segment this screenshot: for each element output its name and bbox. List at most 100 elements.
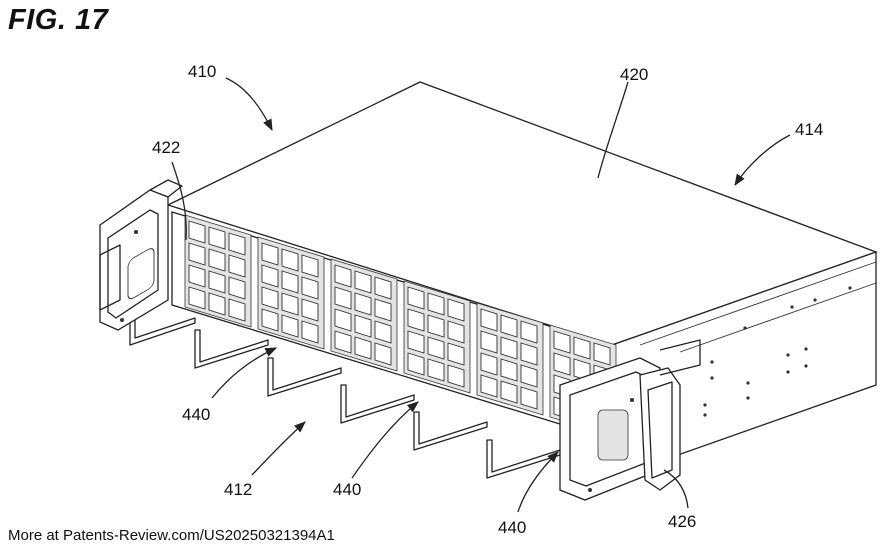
arrow-440-left — [211, 347, 278, 399]
arrow-440-middle — [351, 401, 419, 479]
connector-port — [520, 342, 538, 366]
connector-port — [374, 298, 392, 322]
leader-426 — [663, 469, 689, 509]
connector-port — [480, 374, 498, 398]
connector-port — [334, 264, 352, 288]
connector-port — [261, 242, 279, 266]
ref-numeral-440-right: 440 — [498, 518, 527, 537]
ref-numeral-414: 414 — [795, 120, 824, 139]
connector-port — [500, 314, 518, 338]
connector-port — [228, 232, 246, 256]
connector-port — [281, 270, 299, 294]
connector-port — [261, 264, 279, 288]
connector-port — [334, 286, 352, 310]
connector-port — [261, 286, 279, 310]
connector-port — [281, 292, 299, 316]
cable-tray — [267, 357, 342, 397]
connector-port — [281, 314, 299, 338]
connector-port — [593, 342, 611, 366]
connector-port — [301, 298, 319, 322]
leader-422 — [171, 161, 187, 241]
connector-port — [500, 358, 518, 382]
connector-port — [301, 276, 319, 300]
connector-port — [427, 336, 445, 360]
right-mounting-bracket — [559, 339, 701, 501]
connector-port — [500, 380, 518, 404]
connector-module — [184, 214, 252, 328]
connector-port — [520, 386, 538, 410]
connector-port — [427, 358, 445, 382]
cable-tray — [413, 411, 488, 451]
connector-port — [480, 352, 498, 376]
connector-port — [407, 308, 425, 332]
connector-port — [188, 286, 206, 310]
connector-port — [407, 286, 425, 310]
cable-tray — [340, 384, 415, 424]
connector-port — [447, 342, 465, 366]
connector-port — [334, 308, 352, 332]
leader-lines — [171, 77, 791, 513]
connector-port — [354, 336, 372, 360]
figure-title: FIG. 17 — [8, 4, 109, 36]
connector-port — [281, 248, 299, 272]
connector-port — [228, 276, 246, 300]
connector-port — [553, 352, 571, 376]
connector-port — [208, 292, 226, 316]
connector-port — [520, 320, 538, 344]
ref-numeral-440-left: 440 — [182, 405, 211, 424]
arrow-412 — [251, 421, 306, 476]
connector-module — [330, 258, 398, 372]
cable-tray — [486, 439, 561, 479]
connector-port — [188, 242, 206, 266]
connector-port — [447, 364, 465, 388]
connector-port — [188, 220, 206, 244]
connector-module-grid — [184, 214, 617, 438]
connector-port — [208, 270, 226, 294]
connector-port — [553, 330, 571, 354]
left-mounting-bracket — [99, 179, 183, 331]
connector-port — [374, 342, 392, 366]
connector-port — [427, 292, 445, 316]
connector-module — [476, 302, 544, 416]
connector-port — [573, 336, 591, 360]
ref-numeral-410: 410 — [188, 62, 217, 81]
cable-tray — [194, 329, 269, 369]
connector-port — [407, 352, 425, 376]
connector-port — [407, 330, 425, 354]
side-panel-edge — [639, 261, 877, 346]
connector-port — [447, 298, 465, 322]
arrow-440-right — [517, 451, 559, 513]
ref-numeral-412: 412 — [224, 480, 253, 499]
connector-port — [301, 254, 319, 278]
connector-port — [334, 330, 352, 354]
connector-port — [208, 248, 226, 272]
connector-port — [374, 320, 392, 344]
connector-port — [208, 226, 226, 250]
connector-port — [354, 292, 372, 316]
side-panel-edge — [679, 282, 877, 353]
connector-port — [301, 320, 319, 344]
connector-port — [447, 320, 465, 344]
connector-port — [228, 298, 246, 322]
connector-port — [354, 270, 372, 294]
connector-port — [520, 364, 538, 388]
ref-numeral-426: 426 — [668, 512, 697, 531]
connector-module — [403, 280, 471, 394]
connector-port — [480, 330, 498, 354]
connector-port — [480, 308, 498, 332]
leader-420 — [597, 81, 629, 179]
source-footer: More at Patents-Review.com/US20250321394… — [8, 527, 335, 544]
connector-port — [188, 264, 206, 288]
connector-port — [500, 336, 518, 360]
connector-module — [257, 236, 325, 350]
ref-numeral-440-middle: 440 — [333, 480, 362, 499]
connector-port — [228, 254, 246, 278]
side-panel-holes — [703, 286, 852, 417]
connector-port — [354, 314, 372, 338]
connector-port — [427, 314, 445, 338]
arrow-410 — [225, 77, 273, 132]
ref-numeral-422: 422 — [152, 138, 181, 157]
connector-port — [374, 276, 392, 300]
ref-numeral-420: 420 — [620, 65, 649, 84]
